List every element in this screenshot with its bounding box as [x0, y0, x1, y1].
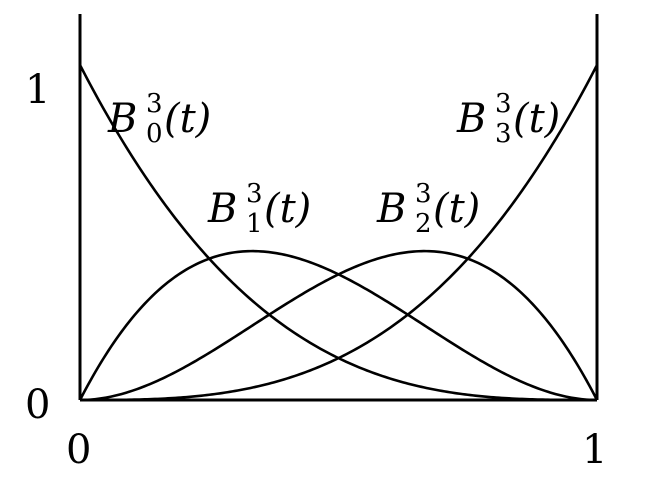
svg-text:3: 3 [495, 119, 512, 149]
svg-text:3: 3 [146, 89, 163, 119]
curves [78, 64, 599, 402]
svg-text:(t): (t) [264, 186, 311, 232]
svg-text:B: B [207, 186, 237, 232]
svg-text:(t): (t) [433, 186, 480, 232]
svg-text:B: B [456, 96, 486, 142]
svg-text:B: B [376, 186, 406, 232]
svg-text:3: 3 [246, 179, 263, 209]
label-b2: B 3 2 (t) [376, 179, 480, 239]
label-b3: B 3 3 (t) [456, 89, 560, 149]
label-b0: B 3 0 (t) [107, 89, 211, 149]
svg-text:3: 3 [415, 179, 432, 209]
y-tick-0: 0 [25, 382, 50, 428]
svg-text:3: 3 [495, 89, 512, 119]
curve-b2 [79, 249, 599, 402]
x-tick-1: 1 [582, 427, 607, 473]
x-tick-0: 0 [66, 427, 91, 473]
svg-text:(t): (t) [164, 96, 211, 142]
y-tick-1: 1 [25, 67, 50, 113]
label-b1: B 3 1 (t) [207, 179, 311, 239]
svg-text:(t): (t) [513, 96, 560, 142]
svg-text:1: 1 [246, 209, 263, 239]
svg-text:0: 0 [146, 119, 163, 149]
svg-text:2: 2 [415, 209, 432, 239]
curve-b3 [80, 64, 599, 402]
svg-text:B: B [107, 96, 137, 142]
